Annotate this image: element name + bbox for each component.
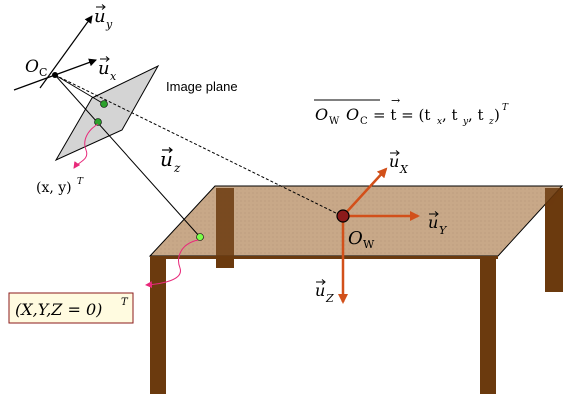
svg-text:u: u xyxy=(160,147,173,171)
camera-y-axis xyxy=(39,15,93,89)
label-u-z: u z xyxy=(160,147,181,175)
table-leg-back-right xyxy=(545,188,563,292)
label-u-X: u X xyxy=(389,150,409,176)
translation-equation: O W O C = t = (t → x , t y , t z ) T xyxy=(314,94,509,127)
svg-text:u: u xyxy=(315,281,325,300)
projection-ray xyxy=(54,74,105,105)
label-image-point: (x, y) T xyxy=(36,177,84,196)
camera-center-point xyxy=(52,72,58,78)
svg-text:z: z xyxy=(488,117,494,127)
label-world-origin: O W xyxy=(348,228,375,251)
svg-text:O: O xyxy=(315,105,328,124)
svg-text:x: x xyxy=(110,70,117,83)
svg-text:(x, y): (x, y) xyxy=(36,180,72,196)
svg-text:X: X xyxy=(399,163,409,176)
svg-text:y: y xyxy=(462,117,469,127)
table-top-shade-right xyxy=(545,188,561,210)
svg-text:y: y xyxy=(105,18,113,31)
svg-text:): ) xyxy=(494,106,500,124)
svg-text:u: u xyxy=(98,58,110,79)
svg-text:W: W xyxy=(329,116,340,127)
svg-text:Z: Z xyxy=(325,292,334,305)
label-camera-origin: O C xyxy=(25,57,47,79)
label-u-Y: u Y xyxy=(428,211,448,237)
svg-text:u: u xyxy=(94,6,106,27)
world-point-leader xyxy=(145,239,199,289)
table-leg-front-right xyxy=(480,258,496,394)
svg-text:C: C xyxy=(39,66,47,79)
image-point-lower xyxy=(94,118,102,126)
svg-text:u: u xyxy=(389,152,399,171)
image-point-upper xyxy=(100,100,108,108)
world-point xyxy=(196,233,204,241)
svg-text:T: T xyxy=(502,103,509,113)
table-front-edge xyxy=(150,256,498,259)
svg-text:, t: , t xyxy=(468,106,484,124)
world-origin-point xyxy=(336,209,350,223)
table-leg-front-left xyxy=(150,258,166,394)
camera-z-axis xyxy=(54,74,201,238)
svg-text:x: x xyxy=(437,117,442,127)
svg-text:C: C xyxy=(360,116,368,127)
svg-text:T: T xyxy=(77,177,84,187)
label-u-y: u y xyxy=(94,4,113,31)
svg-text:, t: , t xyxy=(442,106,458,124)
label-u-x: u x xyxy=(98,56,117,83)
image-point-leader xyxy=(73,123,99,169)
svg-text:O: O xyxy=(348,228,363,249)
translation-line xyxy=(54,74,343,217)
image-plane-label: Image plane xyxy=(166,79,238,94)
svg-text:z: z xyxy=(173,161,181,175)
world-point-label-box: (X,Y,Z = 0) T xyxy=(8,292,134,324)
svg-text:O: O xyxy=(25,57,39,77)
image-plane xyxy=(54,64,160,162)
table-top-shade-left xyxy=(216,188,234,256)
svg-text:u: u xyxy=(428,213,438,232)
svg-text:Y: Y xyxy=(439,224,448,237)
svg-text:= t = (t: = t = (t xyxy=(373,106,430,124)
svg-text:→: → xyxy=(391,94,400,107)
world-X-axis xyxy=(342,167,388,217)
svg-text:W: W xyxy=(363,238,375,251)
svg-text:O: O xyxy=(346,105,359,124)
svg-text:T: T xyxy=(121,297,129,308)
label-u-Z: u Z xyxy=(315,279,334,305)
svg-text:(X,Y,Z = 0): (X,Y,Z = 0) xyxy=(15,300,102,319)
